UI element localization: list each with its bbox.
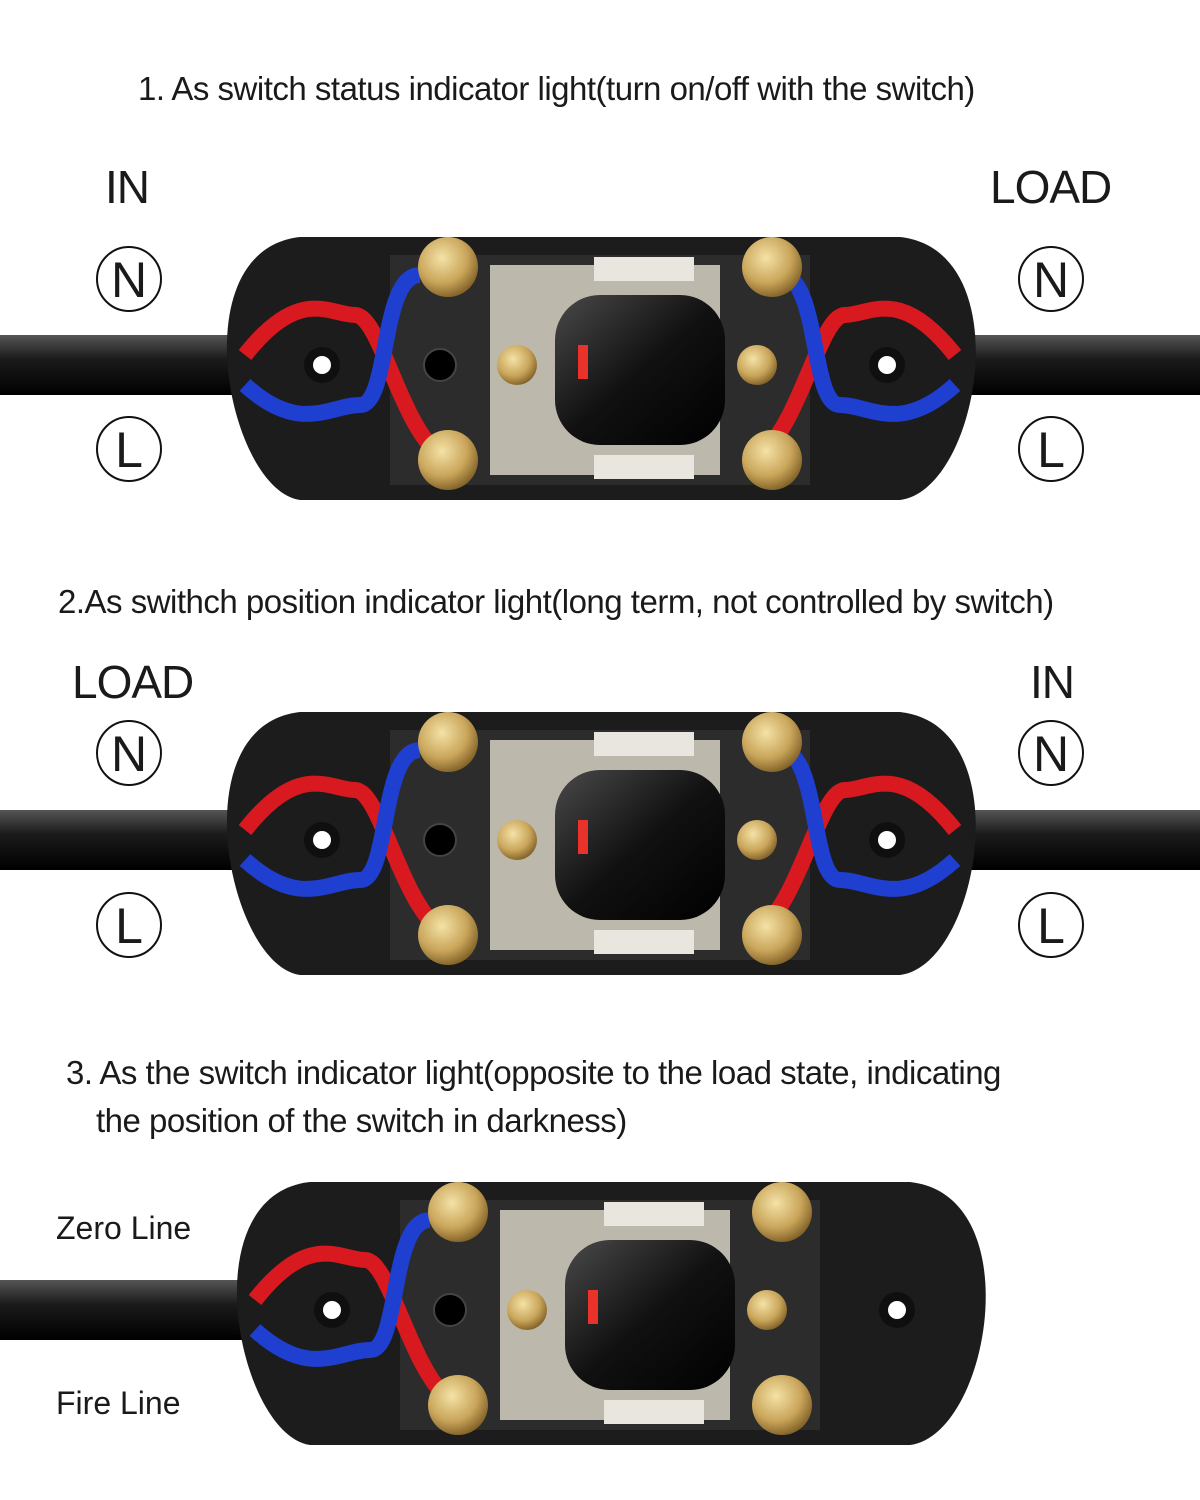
caption-1: 1. As switch status indicator light(turn… <box>138 70 975 107</box>
diagram2-left-live-symbol: L <box>96 892 162 958</box>
diagram2-left-label: LOAD <box>72 656 194 708</box>
diagram1-left-neutral-symbol: N <box>96 246 162 312</box>
diagram1-left-live-symbol: L <box>96 416 162 482</box>
screw-terminal <box>497 345 537 385</box>
blue-wire <box>239 267 422 422</box>
screw-terminal <box>742 430 802 490</box>
screw-terminal <box>737 345 777 385</box>
diagram3-zero-line-label: Zero Line <box>56 1210 192 1246</box>
screw-terminal <box>418 237 478 297</box>
knob-indicator-mark <box>578 345 588 379</box>
left-cable <box>0 335 250 395</box>
caption-2: 2.As swithch position indicator light(lo… <box>58 583 1054 620</box>
diagram2-right-live-symbol: L <box>1018 892 1084 958</box>
screw-terminal <box>742 237 802 297</box>
diagram1-left-label: IN <box>105 161 150 213</box>
caption-3-line-2: the position of the switch in darkness) <box>96 1102 627 1139</box>
led-indicator <box>423 348 457 382</box>
caption-3-line-1: 3. As the switch indicator light(opposit… <box>66 1054 1001 1091</box>
blue-wire-right <box>778 267 961 422</box>
red-wire <box>238 300 446 462</box>
diagram2-switch-wiring <box>0 712 1200 975</box>
diagram1-right-label: LOAD <box>990 161 1112 213</box>
right-cable <box>955 335 1200 395</box>
switch-knob <box>555 295 725 445</box>
diagram2-right-label: IN <box>1030 656 1075 708</box>
diagram2-right-neutral-symbol: N <box>1018 720 1084 786</box>
red-wire-right <box>754 300 962 462</box>
diagram1-switch-wiring <box>0 237 1200 500</box>
screw-terminal <box>418 430 478 490</box>
diagram1-right-live-symbol: L <box>1018 416 1084 482</box>
diagram3-fire-line-label: Fire Line <box>56 1385 181 1421</box>
diagram3-switch-wiring <box>0 1182 986 1445</box>
diagram2-left-neutral-symbol: N <box>96 720 162 786</box>
diagram1-right-neutral-symbol: N <box>1018 246 1084 312</box>
